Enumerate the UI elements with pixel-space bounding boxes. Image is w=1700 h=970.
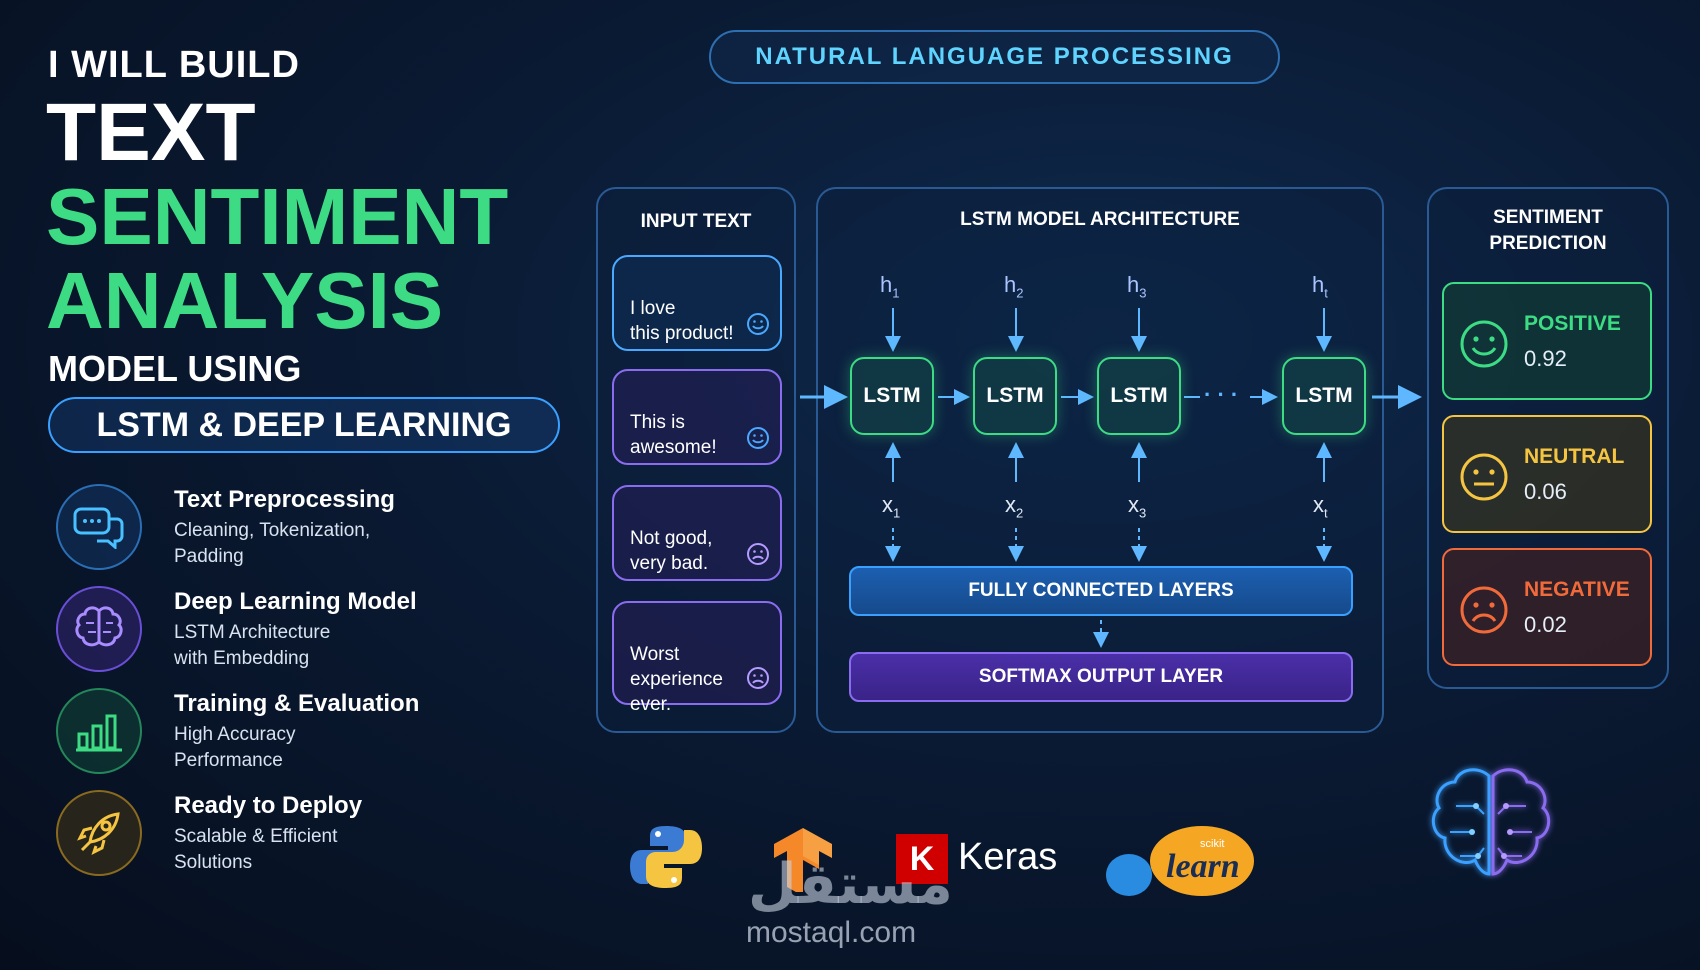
prediction-title: SENTIMENT PREDICTION <box>1489 207 1607 254</box>
prediction-card-negative: NEGATIVE 0.02 <box>1442 548 1652 666</box>
feature-title: Deep Learning Model <box>174 588 417 615</box>
watermark-url: mostaql.com <box>746 916 917 949</box>
architecture-title: LSTM MODEL ARCHITECTURE <box>960 209 1240 230</box>
hero-line-4: ANALYSIS <box>46 256 444 345</box>
softmax-output-layer: SOFTMAX OUTPUT LAYER <box>849 652 1353 702</box>
feature-desc: LSTM Architecture with Embedding <box>174 622 331 669</box>
frown-icon <box>746 542 770 573</box>
frown-icon <box>746 666 770 697</box>
prediction-card-positive: POSITIVE 0.92 <box>1442 282 1652 400</box>
input-panel-title: INPUT TEXT <box>640 211 752 232</box>
keras-k-logo: K <box>896 834 948 884</box>
message-text: I love this product! <box>630 298 734 344</box>
fully-connected-layer: FULLY CONNECTED LAYERS <box>849 566 1353 616</box>
smile-icon <box>746 312 770 343</box>
prediction-label: NEGATIVE <box>1524 578 1630 601</box>
lstm-cell: LSTM <box>1097 357 1181 435</box>
feature-title: Training & Evaluation <box>174 690 420 717</box>
neutral-face-icon <box>1458 451 1510 508</box>
hidden-state-label: ht <box>1312 272 1328 301</box>
sklearn-logo: scikit learn <box>1106 826 1256 900</box>
nlp-banner: NATURAL LANGUAGE PROCESSING <box>709 30 1280 84</box>
tensorflow-logo <box>770 826 836 897</box>
bar-chart-icon <box>56 688 142 774</box>
watermark-logo: مستقل <box>748 852 953 917</box>
rocket-icon <box>56 790 142 876</box>
feature-deep-learning: Deep Learning Model LSTM Architecture wi… <box>56 586 576 676</box>
prediction-score: 0.02 <box>1524 612 1567 637</box>
lstm-cell: LSTM <box>973 357 1057 435</box>
tech-pill: LSTM & DEEP LEARNING <box>48 397 560 453</box>
feature-desc: Scalable & Efficient Solutions <box>174 826 338 873</box>
sentiment-prediction-panel: SENTIMENT PREDICTION <box>1427 187 1669 689</box>
hidden-state-label: h2 <box>1004 272 1024 301</box>
frown-icon <box>1458 584 1510 641</box>
brain-icon <box>56 586 142 672</box>
python-logo <box>628 822 704 897</box>
input-text-panel: INPUT TEXT I love this product! This is … <box>596 187 796 733</box>
message-text: This is awesome! <box>630 412 717 458</box>
message-bubble: This is awesome! <box>612 369 782 465</box>
input-token-label: x1 <box>882 492 901 521</box>
prediction-score: 0.92 <box>1524 346 1567 371</box>
feature-training: Training & Evaluation High Accuracy Perf… <box>56 688 576 778</box>
hero-line-5: MODEL USING <box>48 348 302 389</box>
keras-logo-text: Keras <box>958 836 1058 878</box>
input-token-label: x2 <box>1005 492 1024 521</box>
message-bubble: Worst experience ever. <box>612 601 782 715</box>
prediction-label: POSITIVE <box>1524 312 1621 335</box>
sequence-ellipsis: · · · <box>1204 382 1239 407</box>
message-bubble: I love this product! <box>612 255 782 351</box>
message-text: Not good, very bad. <box>630 528 713 574</box>
hero-line-2: TEXT <box>46 87 256 178</box>
prediction-score: 0.06 <box>1524 479 1567 504</box>
hero-line-3: SENTIMENT <box>46 172 509 261</box>
prediction-label: NEUTRAL <box>1524 445 1625 468</box>
feature-title: Ready to Deploy <box>174 792 363 819</box>
hidden-state-label: h1 <box>880 272 900 301</box>
feature-title: Text Preprocessing <box>174 486 395 513</box>
smile-icon <box>1458 318 1510 375</box>
lstm-cell: LSTM <box>850 357 934 435</box>
circuit-brain-icon <box>1416 762 1566 915</box>
chat-bubbles-icon <box>56 484 142 570</box>
hero-line-1: I WILL BUILD <box>48 44 300 86</box>
input-token-label: xt <box>1313 492 1328 521</box>
message-bubble: Not good, very bad. <box>612 485 782 581</box>
feature-desc: Cleaning, Tokenization, Padding <box>174 520 371 567</box>
prediction-card-neutral: NEUTRAL 0.06 <box>1442 415 1652 533</box>
input-token-label: x3 <box>1128 492 1147 521</box>
feature-desc: High Accuracy Performance <box>174 724 296 771</box>
feature-preprocessing: Text Preprocessing Cleaning, Tokenizatio… <box>56 484 576 574</box>
lstm-cell: LSTM <box>1282 357 1366 435</box>
feature-deploy: Ready to Deploy Scalable & Efficient Sol… <box>56 790 576 880</box>
smile-icon <box>746 426 770 457</box>
hidden-state-label: h3 <box>1127 272 1147 301</box>
